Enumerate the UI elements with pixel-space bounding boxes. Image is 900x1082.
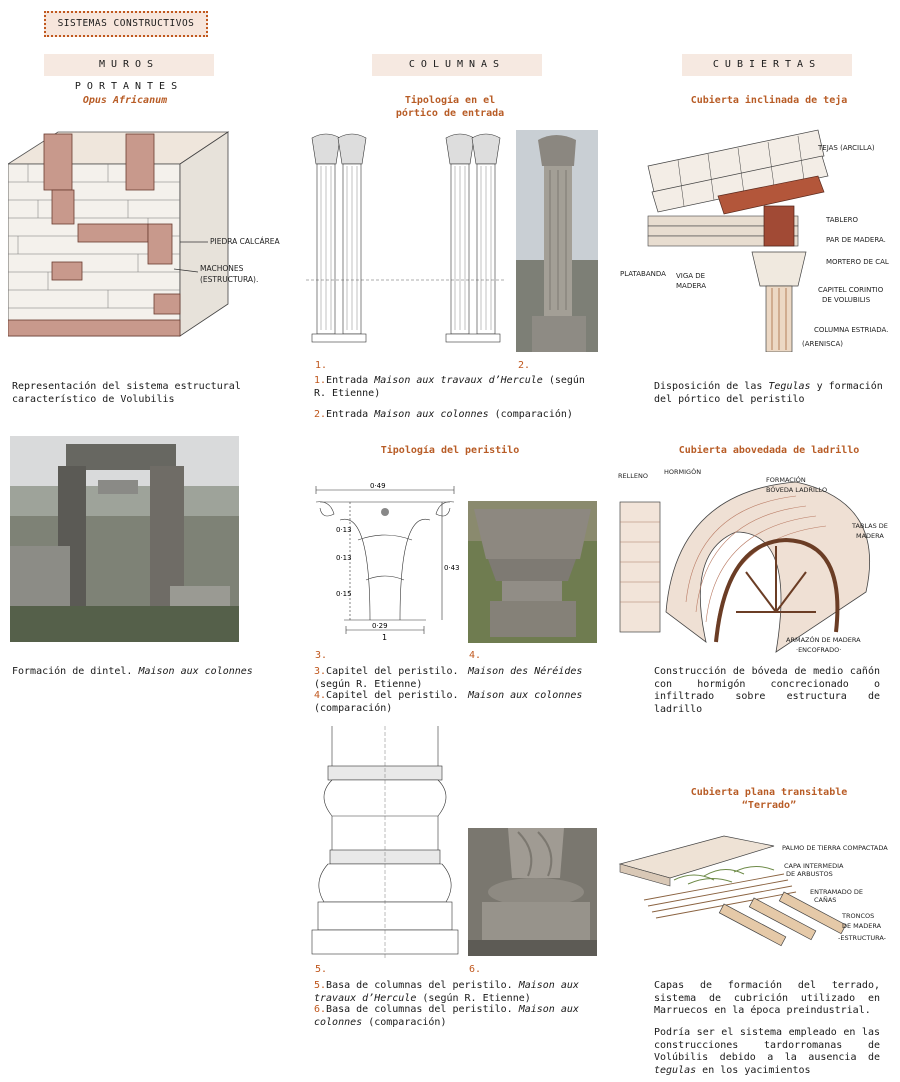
label-platabanda: PLATABANDA (620, 270, 666, 278)
label-columna-2: (ARENISCA) (802, 340, 843, 348)
dim-a: 0·13 (336, 526, 352, 534)
label-tablas: TABLAS DE (851, 522, 888, 530)
base-item-5: 5.Basa de columnas del peristilo. Maison… (314, 980, 579, 1004)
terrado-description-2: Podría ser el sistema empleado en las co… (654, 1027, 880, 1076)
column-base-drawing (311, 726, 459, 958)
portico-item-1: 1.Entrada Maison aux travaux d’Hercule (… (314, 375, 585, 399)
label-hormigon: HORMIGÓN (664, 467, 701, 476)
label-tablas-2: MADERA (856, 532, 884, 540)
figure-number-6: 6. (469, 964, 482, 975)
capital-photo-4 (468, 501, 597, 643)
boveda-description: Construcción de bóveda de medio cañón co… (654, 666, 880, 715)
tile-roof-sketch: TEJAS (ARCILLA) TABLERO PAR DE MADERA. M… (620, 129, 889, 352)
dintel-photo (10, 436, 239, 642)
label-par: PAR DE MADERA. (826, 236, 886, 244)
dim-c: 0·15 (336, 590, 352, 598)
peristilo-item-4-right: Maison aux colonnes (468, 690, 583, 701)
terrace-roof-sketch: PALMO DE TIERRA COMPACTADA CAPA INTERMED… (618, 835, 888, 947)
label-troncos: TRONCOS (841, 912, 874, 920)
opus-africanum-wall-sketch: PIEDRA CALCÁREA MACHONES (ESTRUCTURA). (8, 131, 281, 337)
label-estructura: (ESTRUCTURA). (200, 275, 258, 284)
dim-top: 0·49 (370, 482, 386, 490)
label-tablero: TABLERO (825, 216, 859, 224)
opus-africanum-caption: Opus Africanum (82, 95, 168, 106)
label-capa-2: DE ARBUSTOS (786, 870, 833, 878)
label-entramado-2: CAÑAS (814, 895, 836, 904)
label-tejas: TEJAS (ARCILLA) (817, 144, 875, 152)
portico-item-2: 2.Entrada Maison aux colonnes (comparaci… (314, 409, 573, 420)
label-entramado: ENTRAMADO DE (810, 888, 863, 896)
label-viga: VIGA DE (676, 272, 705, 280)
teja-caption: Cubierta inclinada de teja (690, 95, 848, 106)
capital-technical-drawing: 0·49 0·13 0·13 0·15 0·43 0·29 1 (315, 482, 460, 642)
boveda-caption: Cubierta abovedada de ladrillo (678, 445, 860, 456)
column-photo-2 (516, 130, 598, 352)
label-piedra-calcarea: PIEDRA CALCÁREA (210, 237, 281, 246)
peristilo-item-4: 4.Capitel del peristilo. (comparación) (314, 690, 459, 714)
section-columnas: COLUMNAS (372, 54, 542, 76)
terrado-caption: Cubierta plana transitable“Terrado” (690, 787, 848, 811)
dim-bottom: 0·29 (372, 622, 388, 630)
label-armazon-2: ·ENCOFRADO· (796, 646, 841, 654)
label-troncos-3: -ESTRUCTURA- (838, 934, 887, 942)
figure-number-2: 2. (518, 360, 531, 371)
section-muros-portantes: MUROS PORTANTES (44, 54, 214, 92)
document-title: SISTEMAS CONSTRUCTIVOS (44, 11, 208, 37)
dim-b: 0·13 (336, 554, 352, 562)
label-machones: MACHONES (200, 264, 244, 273)
peristilo-item-3-right: Maison des Néréides (468, 666, 583, 677)
label-mortero: MORTERO DE CAL (826, 258, 889, 266)
label-palmo: PALMO DE TIERRA COMPACTADA (782, 844, 888, 852)
dintel-caption: Formación de dintel. Maison aux colonnes (12, 666, 253, 677)
label-capitel: CAPITEL CORINTIO (818, 286, 884, 294)
label-formacion-2: BÓVEDA LADRILLO (766, 485, 827, 494)
label-armazon: ARMAZÓN DE MADERA (786, 635, 861, 644)
portico-columns-drawing (306, 133, 506, 343)
figure-number-1: 1. (315, 360, 328, 371)
figure-number-5: 5. (315, 964, 328, 975)
label-relleno: RELLENO (618, 472, 648, 480)
label-formacion: FORMACIÓN (766, 475, 806, 484)
peristilo-item-3: 3.Capitel del peristilo. (según R. Etien… (314, 666, 459, 690)
terrado-description: Capas de formación del terrado, sistema … (654, 980, 880, 1016)
brick-vault-sketch: RELLENO HORMIGÓN FORMACIÓN BÓVEDA LADRIL… (618, 467, 888, 654)
figure-number-4: 4. (469, 650, 482, 661)
peristilo-caption: Tipología del peristilo (380, 445, 520, 456)
label-capitel-2: DE VOLUBILIS (822, 296, 871, 304)
base-item-6: 6.Basa de columnas del peristilo. Maison… (314, 1004, 579, 1028)
base-photo-6 (468, 828, 597, 956)
dim-fig: 1 (382, 633, 387, 642)
label-capa: CAPA INTERMEDIA (784, 862, 844, 870)
teja-description: Disposición de las Tegulas y formación d… (654, 381, 883, 405)
figure-number-3: 3. (315, 650, 328, 661)
dim-right: 0·43 (444, 564, 460, 572)
section-cubiertas: CUBIERTAS (682, 54, 852, 76)
label-viga-2: MADERA (676, 282, 706, 290)
muros-description: Representación del sistema estructural c… (12, 381, 241, 405)
label-columna: COLUMNA ESTRIADA. (814, 326, 888, 334)
label-troncos-2: DE MADERA (842, 922, 882, 930)
